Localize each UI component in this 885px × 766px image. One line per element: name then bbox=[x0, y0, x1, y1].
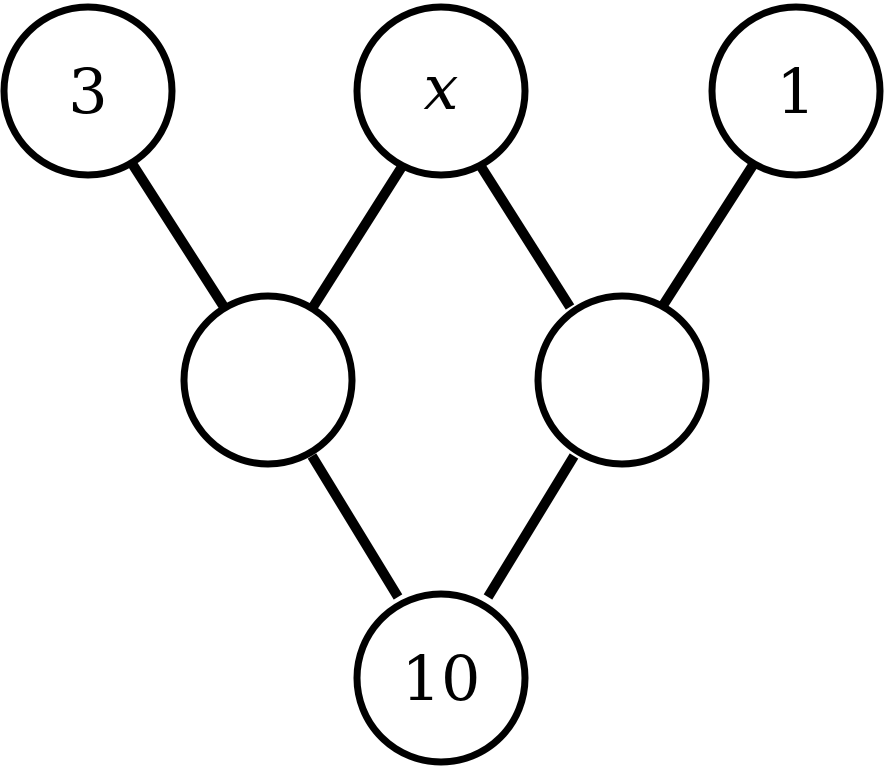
edges bbox=[128, 162, 758, 600]
edge-x-to-middle-right bbox=[475, 162, 575, 310]
node-label: 1 bbox=[776, 55, 815, 128]
edge-middle-right-to-bottom bbox=[483, 453, 579, 600]
node-top-middle: x bbox=[353, 3, 529, 179]
node-label: x bbox=[424, 51, 459, 124]
edge-3-to-middle-left bbox=[128, 162, 229, 310]
edge-middle-left-to-bottom bbox=[307, 453, 403, 600]
edge-x-to-middle-left bbox=[308, 162, 408, 310]
node-middle-right bbox=[534, 292, 710, 468]
node-middle-left bbox=[180, 292, 356, 468]
node-label: 10 bbox=[402, 642, 481, 715]
edge-1-to-middle-right bbox=[657, 162, 758, 310]
node-bottom: 10 bbox=[353, 590, 529, 766]
node-top-right: 1 bbox=[708, 3, 884, 179]
node-top-left: 3 bbox=[0, 3, 176, 179]
node-label: 3 bbox=[68, 55, 107, 128]
